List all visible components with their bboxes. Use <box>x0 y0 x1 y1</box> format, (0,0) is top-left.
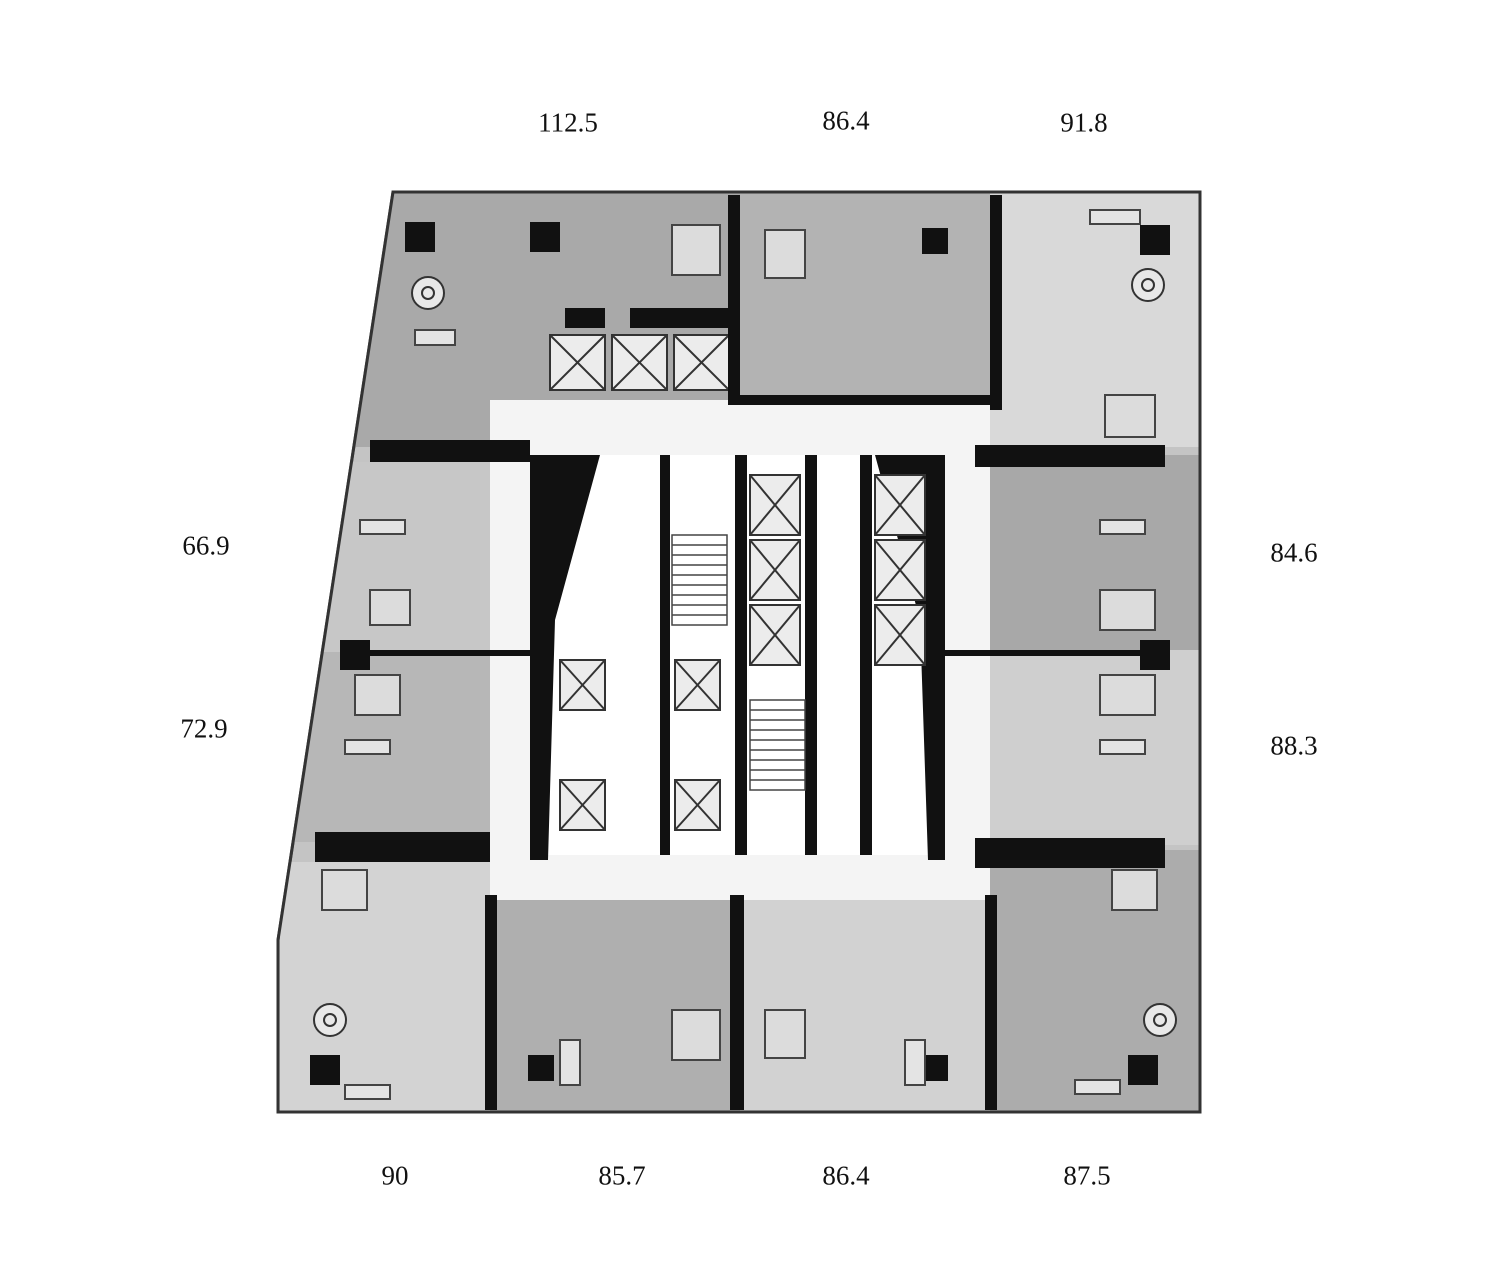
sofa-icon <box>344 209 1146 1100</box>
dining-table-icon <box>313 268 1177 1037</box>
structural-walls <box>315 195 1170 1110</box>
area-label-bottom-2: 85.7 <box>598 1160 646 1191</box>
area-label-right-2: 88.3 <box>1270 730 1318 761</box>
unit-top-middle <box>740 192 990 402</box>
elevator-icon <box>549 334 926 831</box>
facade-outline <box>276 190 1202 1114</box>
area-label-left-1: 66.9 <box>182 530 230 561</box>
bed-icon <box>321 224 1158 1061</box>
stair-icon <box>671 534 806 791</box>
column-icon <box>310 222 1170 1085</box>
area-label-bottom-3: 86.4 <box>822 1160 870 1191</box>
area-label-bottom-1: 90 <box>381 1160 409 1191</box>
area-label-top-3: 91.8 <box>1060 107 1108 138</box>
area-label-top-2: 86.4 <box>822 105 870 136</box>
area-label-top-1: 112.5 <box>538 107 598 138</box>
area-label-left-2: 72.9 <box>180 713 228 744</box>
area-label-bottom-4: 87.5 <box>1063 1160 1111 1191</box>
area-label-right-1: 84.6 <box>1270 537 1318 568</box>
unit-bottom-2 <box>490 895 740 1112</box>
unit-bottom-3 <box>740 895 990 1112</box>
unit-left-lower <box>280 652 530 842</box>
unit-bottom-4 <box>990 850 1200 1112</box>
